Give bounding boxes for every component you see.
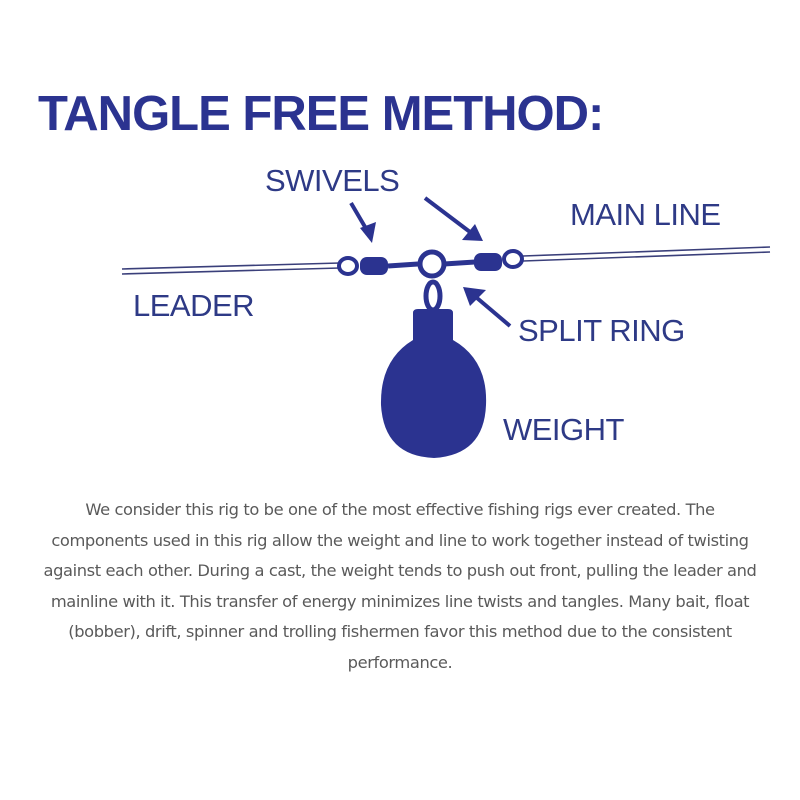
rig-diagram xyxy=(121,196,771,458)
label-leader: LEADER xyxy=(133,288,255,323)
label-swivels: SWIVELS xyxy=(265,163,400,198)
left-swivel-icon xyxy=(337,256,419,276)
diagram-title: TANGLE FREE METHOD: xyxy=(38,87,604,141)
main-line xyxy=(522,246,771,262)
label-main-line: MAIN LINE xyxy=(570,197,721,232)
label-split-ring: SPLIT RING xyxy=(518,313,685,348)
weight-eye-icon xyxy=(423,279,443,313)
description-paragraph: We consider this rig to be one of the mo… xyxy=(43,500,757,672)
split-ring-arrow-icon xyxy=(463,287,512,328)
split-ring-icon xyxy=(417,249,447,279)
swivel-arrow-right-icon xyxy=(423,196,483,241)
leader-line xyxy=(121,262,341,275)
label-weight: WEIGHT xyxy=(503,412,625,447)
swivel-arrow-left-icon xyxy=(349,201,376,243)
weight-icon xyxy=(380,309,487,458)
right-swivel-icon xyxy=(443,249,524,271)
